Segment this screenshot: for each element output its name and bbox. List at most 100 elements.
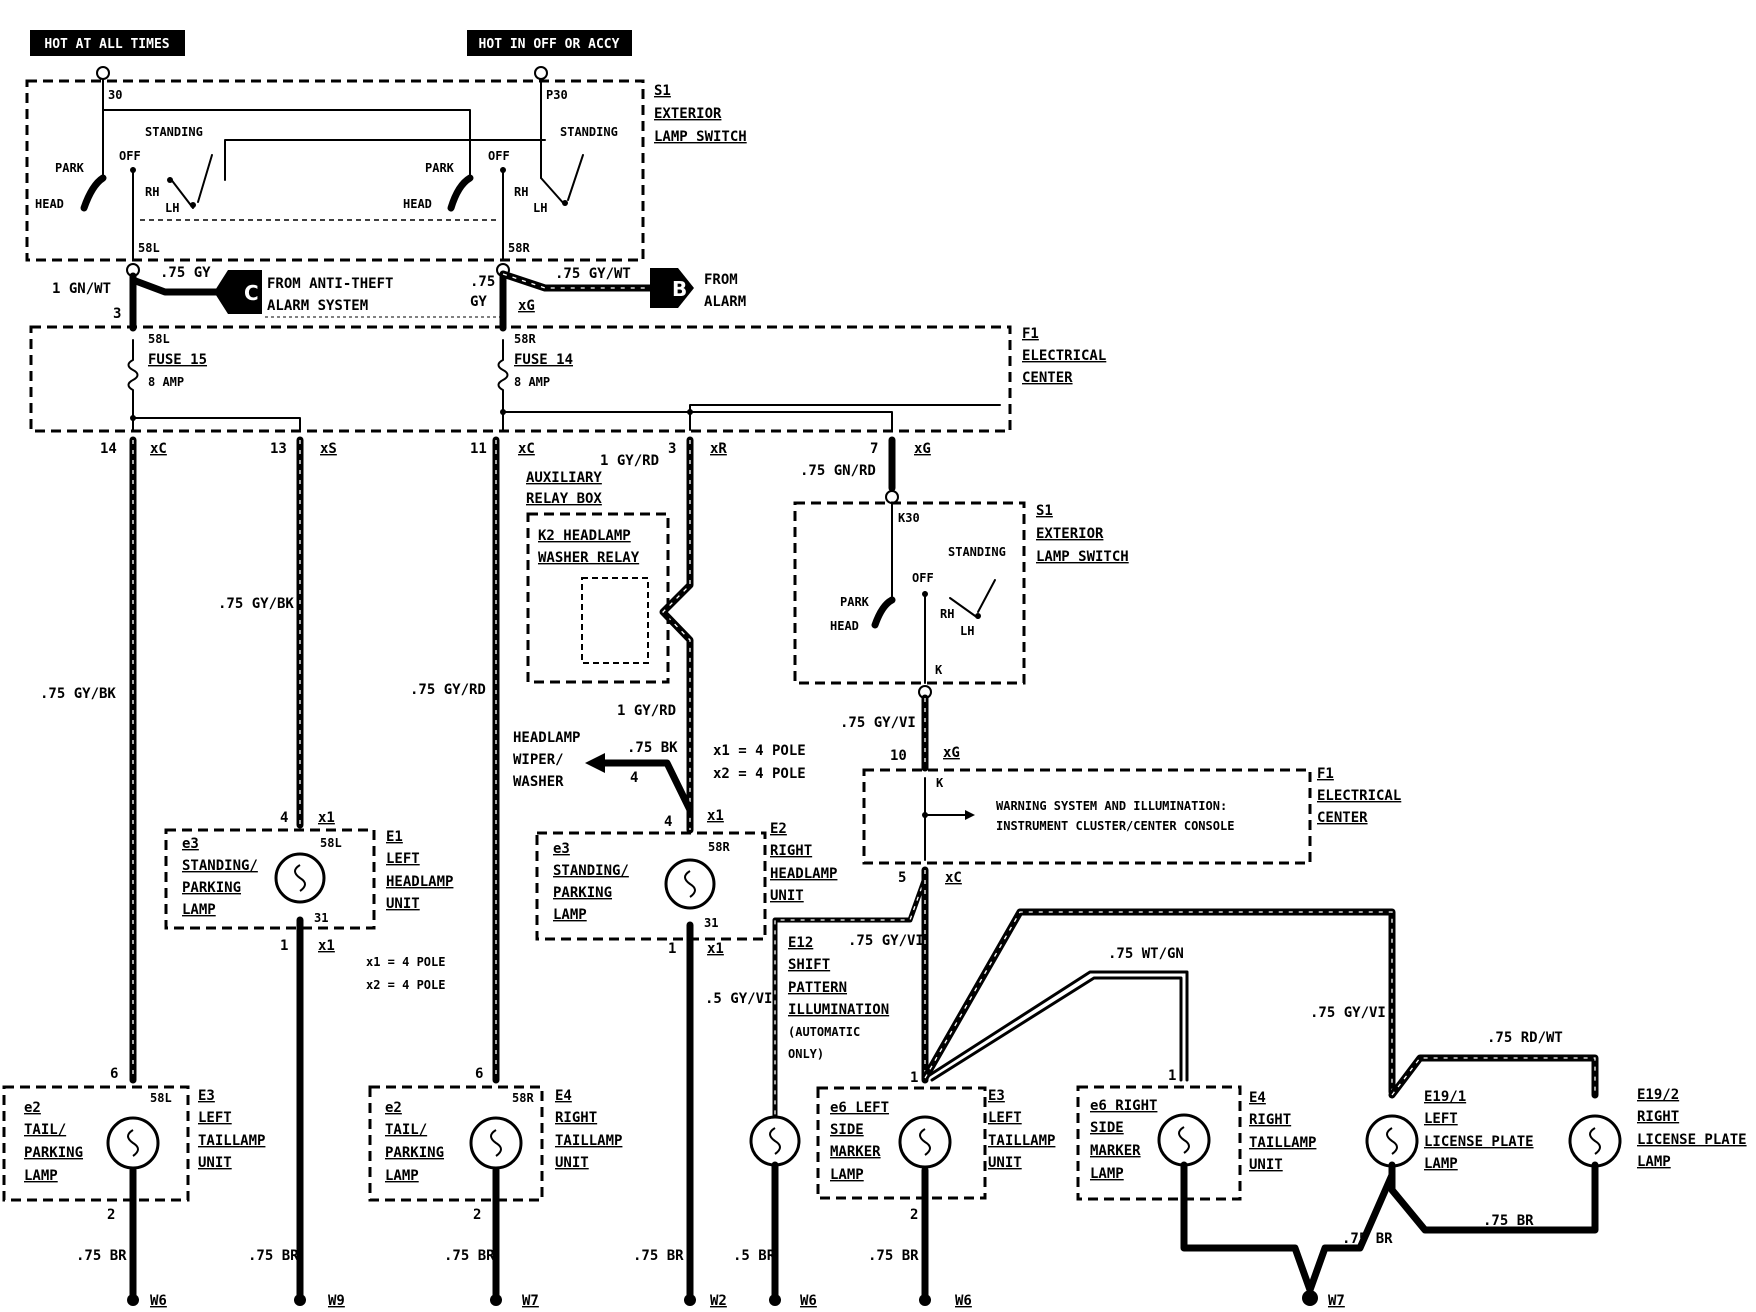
unit-desc: RIGHT bbox=[1637, 1109, 1679, 1125]
center-desc: ELECTRICAL bbox=[1317, 788, 1401, 804]
switch-name: S1 bbox=[1036, 503, 1053, 519]
pole-label: x2 = 4 POLE bbox=[713, 766, 806, 782]
unit-desc: SHIFT bbox=[788, 957, 830, 973]
pos-standing: STANDING bbox=[560, 125, 618, 139]
wire-label: .75 WT/GN bbox=[1108, 946, 1184, 962]
relay-label: WASHER RELAY bbox=[538, 550, 640, 566]
lamp-label: PARKING bbox=[182, 880, 241, 896]
connector-label: xR bbox=[710, 441, 727, 457]
wire-label: .75 GY/BK bbox=[40, 686, 116, 702]
lamp-label: TAIL/ bbox=[385, 1122, 427, 1138]
unit-desc: UNIT bbox=[1249, 1157, 1283, 1173]
lamp-label: SIDE bbox=[1090, 1120, 1124, 1136]
fuse-15-label: FUSE 15 bbox=[148, 352, 207, 368]
fuse-14-rating: 8 AMP bbox=[514, 375, 550, 389]
header-label: HOT AT ALL TIMES bbox=[44, 37, 169, 52]
wire-label: .75 BK bbox=[627, 740, 678, 756]
connector-label: xC bbox=[518, 441, 535, 457]
wiper-label: WIPER/ bbox=[513, 752, 564, 768]
switch-desc: LAMP SWITCH bbox=[1036, 549, 1129, 565]
pole-label: x2 = 4 POLE bbox=[366, 978, 445, 992]
unit-desc: LEFT bbox=[988, 1110, 1022, 1126]
connector-label: xC bbox=[945, 870, 962, 886]
unit-name: E12 bbox=[788, 935, 813, 951]
wire-label: .75 GY/VI bbox=[848, 933, 924, 949]
pos-head: HEAD bbox=[35, 197, 64, 211]
wire-label: .75 BR bbox=[1342, 1231, 1393, 1247]
wire-label: .75 RD/WT bbox=[1487, 1030, 1563, 1046]
wire-label: .75 BR bbox=[868, 1248, 919, 1264]
pos-park: PARK bbox=[55, 161, 85, 175]
unit-name: E4 bbox=[1249, 1090, 1266, 1106]
pin-label: 58R bbox=[514, 332, 536, 346]
lamp-code: e2 bbox=[385, 1100, 402, 1116]
ground-label: W2 bbox=[710, 1293, 727, 1309]
fuse-box-desc: ELECTRICAL bbox=[1022, 348, 1106, 364]
fuse-box-name: F1 bbox=[1022, 326, 1039, 342]
left-taillamp-unit: 6 e2 TAIL/ PARKING LAMP 58L E3 LEFT TAIL… bbox=[2, 1066, 265, 1299]
lamp-label: LAMP bbox=[553, 907, 587, 923]
lamp-label: SIDE bbox=[830, 1122, 864, 1138]
lamp-label: MARKER bbox=[830, 1144, 881, 1160]
connector-label: xG bbox=[943, 745, 960, 761]
pos-rh: RH bbox=[514, 185, 528, 199]
left-side-marker-unit: 1 e6 LEFT SIDE MARKER LAMP E3 LEFT TAILL… bbox=[816, 1070, 1055, 1299]
switch-desc: EXTERIOR bbox=[1036, 526, 1104, 542]
lamp-label: PARKING bbox=[385, 1145, 444, 1161]
wire-label: 1 GY/RD bbox=[600, 453, 659, 469]
unit-desc: ONLY) bbox=[788, 1047, 824, 1061]
wire-label: .75 GN/RD bbox=[800, 463, 876, 479]
pos-head: HEAD bbox=[403, 197, 432, 211]
unit-desc: PATTERN bbox=[788, 980, 847, 996]
pin-label: 58L bbox=[320, 836, 342, 850]
wiper-label: HEADLAMP bbox=[513, 730, 580, 746]
unit-name: E2 bbox=[770, 821, 787, 837]
ground-label: W9 bbox=[328, 1293, 345, 1309]
unit-desc: UNIT bbox=[555, 1155, 589, 1171]
pin-label: 13 bbox=[270, 441, 287, 457]
unit-desc: UNIT bbox=[988, 1155, 1022, 1171]
pin-label: 6 bbox=[110, 1066, 118, 1082]
unit-desc: LEFT bbox=[1424, 1111, 1458, 1127]
pin-label: 2 bbox=[473, 1207, 481, 1223]
pos-lh: LH bbox=[960, 624, 974, 638]
lamp-label: TAIL/ bbox=[24, 1122, 66, 1138]
pin-label: 2 bbox=[107, 1207, 115, 1223]
fuse-box: 58L FUSE 15 8 AMP 58R FUSE 14 8 AMP F1 E… bbox=[29, 325, 1106, 457]
harness-wires: .75 GY/BK .75 GY/BK .75 GY/RD 1 GY/RD 1 … bbox=[40, 436, 899, 1084]
unit-desc: UNIT bbox=[386, 896, 420, 912]
pin-label: 58R bbox=[512, 1091, 534, 1105]
unit-desc: RIGHT bbox=[555, 1110, 597, 1126]
pin-label: 58R bbox=[708, 840, 730, 854]
fuse-15-rating: 8 AMP bbox=[148, 375, 184, 389]
fuse-14-label: FUSE 14 bbox=[514, 352, 573, 368]
wiper-label: WASHER bbox=[513, 774, 564, 790]
ground-label: W7 bbox=[1328, 1293, 1345, 1309]
pin-label: 31 bbox=[314, 911, 328, 925]
pin-label: 1 bbox=[668, 941, 676, 957]
connector-c-letter: C bbox=[244, 281, 259, 305]
pin-label: 6 bbox=[475, 1066, 483, 1082]
unit-desc: LAMP bbox=[1637, 1154, 1671, 1170]
fuse-box-desc: CENTER bbox=[1022, 370, 1073, 386]
lamp-label: LAMP bbox=[182, 902, 216, 918]
pos-head: HEAD bbox=[830, 619, 859, 633]
unit-desc: LEFT bbox=[386, 851, 420, 867]
connector-label: x1 bbox=[707, 808, 724, 824]
connector-label: xG bbox=[914, 441, 931, 457]
lamp-code: e6 RIGHT bbox=[1090, 1098, 1157, 1114]
pin-label: 3 bbox=[668, 441, 676, 457]
lamp-label: LAMP bbox=[1090, 1166, 1124, 1182]
pin-label: K bbox=[936, 776, 944, 790]
from-label: ALARM bbox=[704, 294, 746, 310]
mid-exterior-lamp-switch: K30 STANDING OFF PARK HEAD RH LH K S1 EX… bbox=[793, 501, 1129, 772]
pin-label: 58L bbox=[150, 1091, 172, 1105]
wire-label: .75 GY/VI bbox=[840, 715, 916, 731]
wire-label: .75 GY/BK bbox=[218, 596, 294, 612]
shift-pattern-illumination: E12 SHIFT PATTERN ILLUMINATION (AUTOMATI… bbox=[749, 875, 928, 1299]
unit-desc: HEADLAMP bbox=[386, 874, 453, 890]
wire-label: 1 GN/WT bbox=[52, 281, 111, 297]
lamp-label: LAMP bbox=[385, 1168, 419, 1184]
ground-label: W6 bbox=[150, 1293, 167, 1309]
unit-desc: (AUTOMATIC bbox=[788, 1025, 860, 1039]
